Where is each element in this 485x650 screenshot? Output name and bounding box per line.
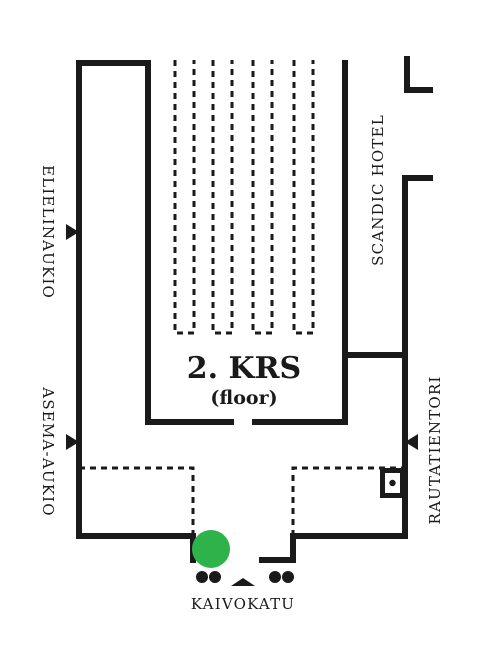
street-label-asema-aukio: ASEMA-AUKIO — [39, 386, 57, 516]
elevator-icon — [380, 468, 405, 498]
left-dashed-room — [79, 466, 195, 536]
street-label-scandic-hotel: SCANDIC HOTEL — [369, 114, 387, 266]
entrance-arrow-icon — [66, 434, 79, 450]
hall-column-3 — [251, 60, 274, 335]
entrance-arrow-icon — [231, 578, 255, 586]
you-are-here-marker — [192, 530, 230, 568]
central-left-wall — [145, 60, 234, 425]
turnstile-wheels-icon — [196, 571, 294, 583]
floor-subtitle: (floor) — [210, 387, 277, 409]
top-right-corner-wall — [404, 56, 433, 93]
floor-number: 2. KRS — [187, 351, 301, 386]
left-outer-wall — [76, 60, 196, 539]
entrance-arrow-icon — [405, 434, 418, 450]
hall-column-2 — [211, 60, 234, 335]
dashed-boundaries — [79, 60, 405, 536]
street-label-kaivokatu: KAIVOKATU — [191, 595, 295, 613]
right-dashed-room — [291, 466, 405, 536]
entrance-arrow-icon — [66, 224, 79, 240]
hall-column-1 — [173, 60, 196, 335]
hall-column-4 — [292, 60, 315, 335]
entrance-arrow-icons — [66, 224, 418, 586]
street-label-elielinaukio: ELIELINAUKIO — [39, 165, 57, 299]
street-label-rautatientori: RAUTATIENTORI — [426, 375, 444, 524]
right-outer-wall — [259, 175, 433, 563]
building-walls — [76, 56, 433, 563]
